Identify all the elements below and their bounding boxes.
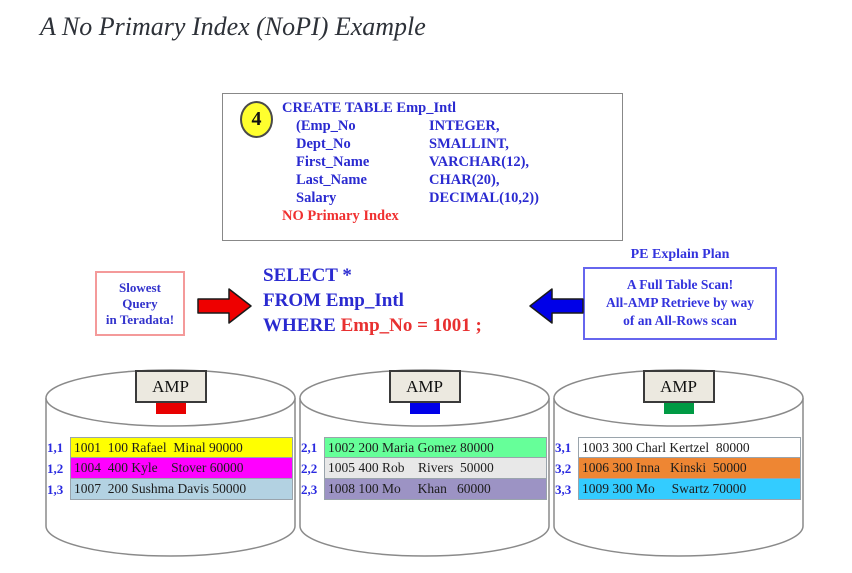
amp-rows: 1,1 1001 100 Rafael Minal 90000 1,2 1004…: [47, 437, 293, 500]
amp-indicator: [155, 402, 186, 414]
row-data: 1001 100 Rafael Minal 90000: [70, 437, 293, 458]
ddl-statement: CREATE TABLE Emp_Intl (Emp_No INTEGER, D…: [282, 99, 612, 225]
row-id: 2,1: [301, 440, 318, 455]
amp-rows: 3,1 1003 300 Charl Kertzel 80000 3,2 100…: [555, 437, 801, 500]
amp-rows: 2,1 1002 200 Maria Gomez 80000 2,2 1005 …: [301, 437, 547, 500]
where-predicate: Emp_No = 1001 ;: [340, 315, 482, 336]
pe-explain-plan-box: A Full Table Scan! All-AMP Retrieve by w…: [583, 267, 777, 340]
row-data: 1004 400 Kyle Stover 60000: [70, 458, 293, 479]
row-id: 3,1: [555, 440, 572, 455]
row-data: 1008 100 Mo Khan 60000: [324, 479, 547, 500]
row-data: 1009 300 Mo Swartz 70000: [578, 479, 801, 500]
amp-cylinder-1: AMP 1,1 1001 100 Rafael Minal 90000 1,2 …: [44, 368, 297, 560]
amp-cylinder-3: AMP 3,1 1003 300 Charl Kertzel 80000 3,2…: [552, 368, 805, 560]
slowest-query-callout: Slowest Query in Teradata!: [95, 271, 185, 336]
ddl-column-row: (Emp_No INTEGER,: [296, 118, 500, 134]
create-table-box: 4 CREATE TABLE Emp_Intl (Emp_No INTEGER,…: [222, 93, 623, 241]
row-data: 1002 200 Maria Gomez 80000: [324, 437, 547, 458]
left-arrow-icon: [529, 288, 584, 324]
ddl-title-line: CREATE TABLE Emp_Intl: [282, 100, 457, 116]
row-data: 1007 200 Sushma Davis 50000: [70, 479, 293, 500]
select-statement: SELECT * FROM Emp_Intl WHERE Emp_No = 10…: [263, 263, 482, 338]
pe-explain-plan-title: PE Explain Plan: [630, 247, 730, 262]
row-id: 3,2: [555, 461, 572, 476]
table-row: 2,2 1005 400 Rob Rivers 50000: [301, 458, 547, 479]
row-id: 2,2: [301, 461, 318, 476]
row-id: 1,1: [47, 440, 64, 455]
page-title: A No Primary Index (NoPI) Example: [40, 12, 426, 41]
ddl-column-row: Last_Name CHAR(20),: [296, 172, 500, 188]
amp-label: AMP: [388, 370, 461, 403]
step-number-badge: 4: [240, 101, 273, 138]
from-line: FROM Emp_Intl: [263, 290, 404, 311]
table-row: 3,1 1003 300 Charl Kertzel 80000: [555, 437, 801, 458]
amp-label: AMP: [642, 370, 715, 403]
ddl-column-row: Salary DECIMAL(10,2)): [296, 190, 539, 206]
table-row: 1,2 1004 400 Kyle Stover 60000: [47, 458, 293, 479]
no-primary-index-note: NO Primary Index: [282, 208, 399, 224]
table-row: 3,2 1006 300 Inna Kinski 50000: [555, 458, 801, 479]
table-row: 2,3 1008 100 Mo Khan 60000: [301, 479, 547, 500]
row-id: 3,3: [555, 482, 572, 497]
table-row: 1,1 1001 100 Rafael Minal 90000: [47, 437, 293, 458]
select-line: SELECT *: [263, 265, 352, 286]
ddl-column-row: First_Name VARCHAR(12),: [296, 154, 530, 170]
amp-cylinder-2: AMP 2,1 1002 200 Maria Gomez 80000 2,2 1…: [298, 368, 551, 560]
amp-indicator: [409, 402, 440, 414]
where-line: WHERE Emp_No = 1001 ;: [263, 315, 482, 336]
table-row: 3,3 1009 300 Mo Swartz 70000: [555, 479, 801, 500]
row-id: 2,3: [301, 482, 318, 497]
row-data: 1006 300 Inna Kinski 50000: [578, 458, 801, 479]
row-data: 1003 300 Charl Kertzel 80000: [578, 437, 801, 458]
amp-label: AMP: [134, 370, 207, 403]
row-id: 1,3: [47, 482, 64, 497]
amp-indicator: [663, 402, 694, 414]
ddl-column-row: Dept_No SMALLINT,: [296, 136, 509, 152]
table-row: 1,3 1007 200 Sushma Davis 50000: [47, 479, 293, 500]
table-row: 2,1 1002 200 Maria Gomez 80000: [301, 437, 547, 458]
row-id: 1,2: [47, 461, 64, 476]
row-data: 1005 400 Rob Rivers 50000: [324, 458, 547, 479]
right-arrow-icon: [197, 288, 252, 324]
